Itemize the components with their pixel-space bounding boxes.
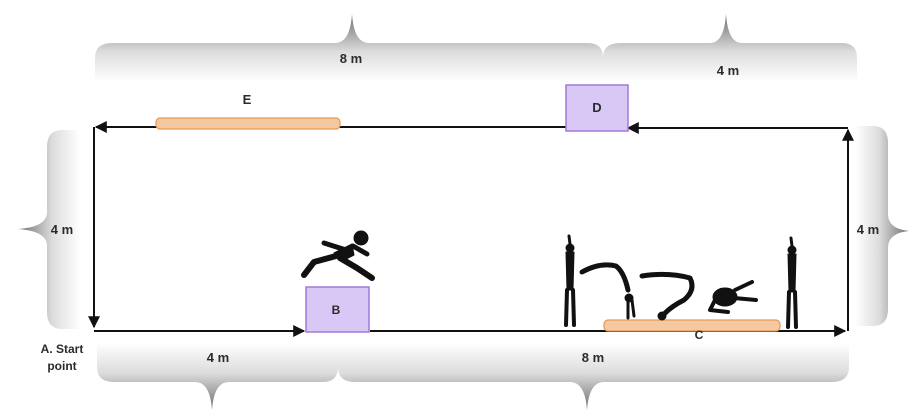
top-left-dimension-label: 8 m — [340, 51, 362, 66]
gymnast-figure-standing-finish — [786, 236, 798, 329]
station-e: E — [155, 92, 341, 130]
left-side-dimension-label: 4 m — [51, 222, 73, 237]
station-d-label: D — [592, 100, 601, 115]
station-b: B — [305, 286, 370, 333]
gymnast-figure-forward-bend — [579, 262, 636, 320]
gymnast-figure-standing-start — [564, 234, 576, 327]
station-e-bench — [155, 117, 341, 130]
station-d-box — [565, 84, 629, 132]
bottom-right-ruler: 8 m — [338, 343, 849, 410]
station-c: C — [603, 319, 781, 342]
start-point-label-line1: A. Start — [41, 342, 84, 356]
gymnast-roll-sequence-icon — [564, 234, 798, 329]
station-c-label: C — [695, 328, 704, 342]
station-e-label: E — [243, 92, 252, 107]
station-b-label: B — [332, 303, 341, 317]
station-d: D — [565, 84, 629, 132]
right-side-dimension-label: 4 m — [857, 222, 879, 237]
gymnast-figure-roll — [639, 271, 695, 321]
bottom-right-dimension-label: 8 m — [582, 350, 604, 365]
hurdle-jumper-icon — [301, 230, 375, 281]
start-point-label-line2: point — [47, 359, 76, 373]
gymnast-figure-back-roll — [708, 280, 758, 314]
top-right-dimension-label: 4 m — [717, 63, 739, 78]
top-left-ruler: 8 m — [95, 14, 603, 82]
top-right-ruler: 4 m — [603, 14, 857, 82]
left-side-ruler: 4 m — [18, 130, 80, 329]
bottom-left-dimension-label: 4 m — [207, 350, 229, 365]
station-b-box — [305, 286, 370, 333]
right-side-ruler: 4 m — [855, 126, 909, 326]
station-c-bench — [603, 319, 781, 332]
bottom-left-ruler: 4 m — [97, 343, 338, 410]
start-point-label: A. Start point — [41, 342, 84, 373]
